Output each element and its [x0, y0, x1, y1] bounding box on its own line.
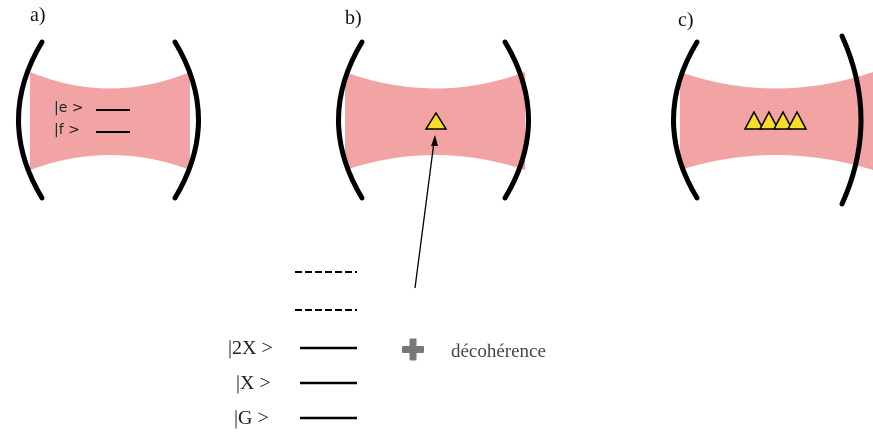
panel-a-cavity — [16, 39, 201, 201]
ket-x-label: |X > — [236, 372, 271, 394]
left-mirror-c — [671, 39, 700, 201]
pointer-arrowhead — [431, 135, 438, 146]
decoherence-label: décohérence — [451, 341, 546, 362]
emitter-triangle-c-1 — [743, 110, 765, 130]
ket-2x-label: |2X > — [228, 337, 273, 359]
energy-level-ladder — [295, 271, 357, 420]
ket-g-label: |G > — [234, 407, 269, 429]
panel-label-a: a) — [30, 4, 46, 26]
left-mirror-b — [336, 39, 365, 201]
emitter-triangle-c-3 — [772, 110, 794, 130]
emitter-triangle-c-2 — [758, 110, 780, 130]
pointer-arrow-line — [414, 141, 435, 289]
plus-icon — [402, 338, 424, 361]
panel-label-b: b) — [345, 7, 362, 29]
left-mirror-a — [16, 39, 45, 201]
panel-c-cavity — [671, 33, 873, 207]
ket-f-label: |f > — [54, 122, 80, 138]
emitter-triangle-c-4 — [786, 110, 808, 130]
ket-e-label: |e > — [54, 100, 84, 116]
panel-label-c: c) — [678, 9, 694, 31]
cavity-mode-a — [30, 72, 190, 170]
right-mirror-b — [502, 39, 531, 201]
right-mirror-a — [172, 39, 201, 201]
panel-b-cavity — [336, 39, 531, 289]
right-mirror-c — [839, 33, 864, 207]
emitter-triangle-b — [424, 111, 448, 130]
cavity-mode-c — [680, 72, 873, 170]
